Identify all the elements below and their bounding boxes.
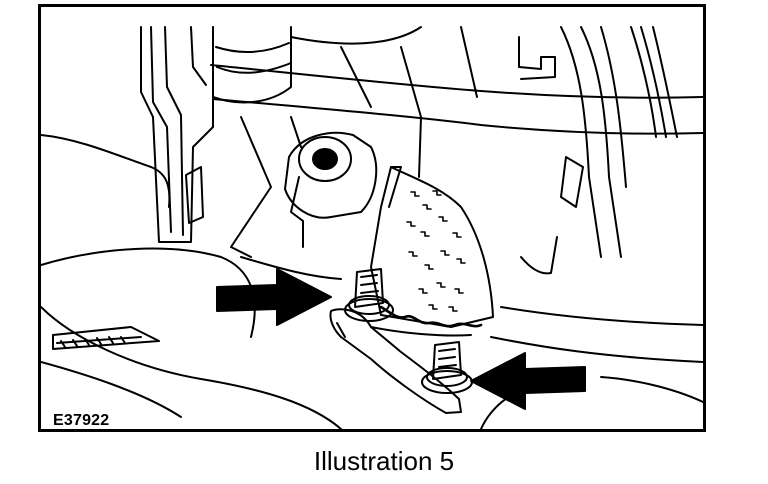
illustration-frame: E37922 bbox=[38, 4, 706, 432]
engine-bay-line-drawing bbox=[41, 26, 703, 429]
left-bracket bbox=[140, 26, 214, 243]
module-body bbox=[370, 166, 494, 328]
callout-arrow-left bbox=[216, 268, 332, 326]
lower-right-panel bbox=[240, 256, 703, 429]
wiring-harness bbox=[518, 26, 678, 275]
lower-shield bbox=[41, 247, 342, 429]
bolt-lower bbox=[421, 341, 473, 394]
figure-caption: Illustration 5 bbox=[313, 446, 455, 476]
figure-id-label: E37922 bbox=[51, 412, 112, 429]
cross-member bbox=[210, 26, 703, 258]
sensor-connector bbox=[284, 131, 378, 248]
ground-wire bbox=[379, 305, 483, 328]
module-clip-markings bbox=[406, 190, 466, 312]
coolant-hose bbox=[212, 26, 422, 104]
thin-cable bbox=[41, 134, 171, 208]
callout-arrow-right bbox=[470, 352, 586, 410]
bolt-upper bbox=[344, 268, 394, 322]
